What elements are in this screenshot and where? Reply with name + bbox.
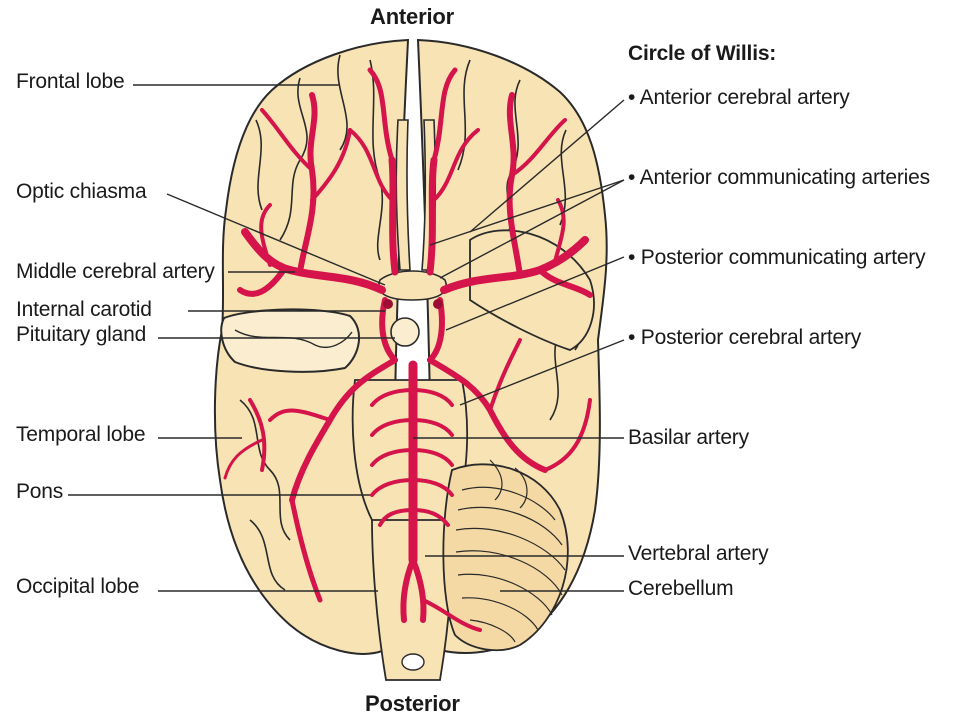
label-occipital-lobe: Occipital lobe: [16, 575, 140, 598]
bullet-icon: •: [628, 246, 641, 269]
label-middle-cerebral-artery: Middle cerebral artery: [16, 260, 215, 283]
temporal-flap: [220, 308, 361, 373]
label-anterior-cerebral-artery: • Anterior cerebral artery: [628, 86, 850, 109]
cerebellum-shape: [442, 463, 569, 652]
label-pituitary-gland: Pituitary gland: [16, 323, 147, 346]
label-posterior-cerebral-artery: • Posterior cerebral artery: [628, 326, 862, 349]
label-internal-carotid: Internal carotid: [16, 298, 152, 321]
bullet-icon: •: [628, 86, 640, 109]
label-optic-chiasma: Optic chiasma: [16, 180, 147, 203]
label-pons: Pons: [16, 480, 64, 503]
circle-of-willis-heading: Circle of Willis:: [628, 42, 777, 65]
anterior-label: Anterior: [370, 4, 454, 29]
label-frontal-lobe: Frontal lobe: [16, 70, 125, 93]
posterior-label: Posterior: [365, 691, 460, 716]
label-posterior-communicating-artery: • Posterior communicating artery: [628, 246, 926, 269]
label-cerebellum: Cerebellum: [628, 577, 734, 600]
label-anterior-communicating-arteries: • Anterior communicating arteries: [628, 166, 930, 189]
pituitary-gland-shape: [390, 317, 420, 347]
label-basilar-artery: Basilar artery: [628, 426, 749, 449]
bullet-icon: •: [628, 166, 640, 189]
label-temporal-lobe: Temporal lobe: [16, 423, 146, 446]
label-vertebral-artery: Vertebral artery: [628, 542, 769, 565]
bullet-icon: •: [628, 326, 641, 349]
leader-lines: [68, 84, 625, 592]
optic-chiasma-shape: [378, 270, 447, 301]
